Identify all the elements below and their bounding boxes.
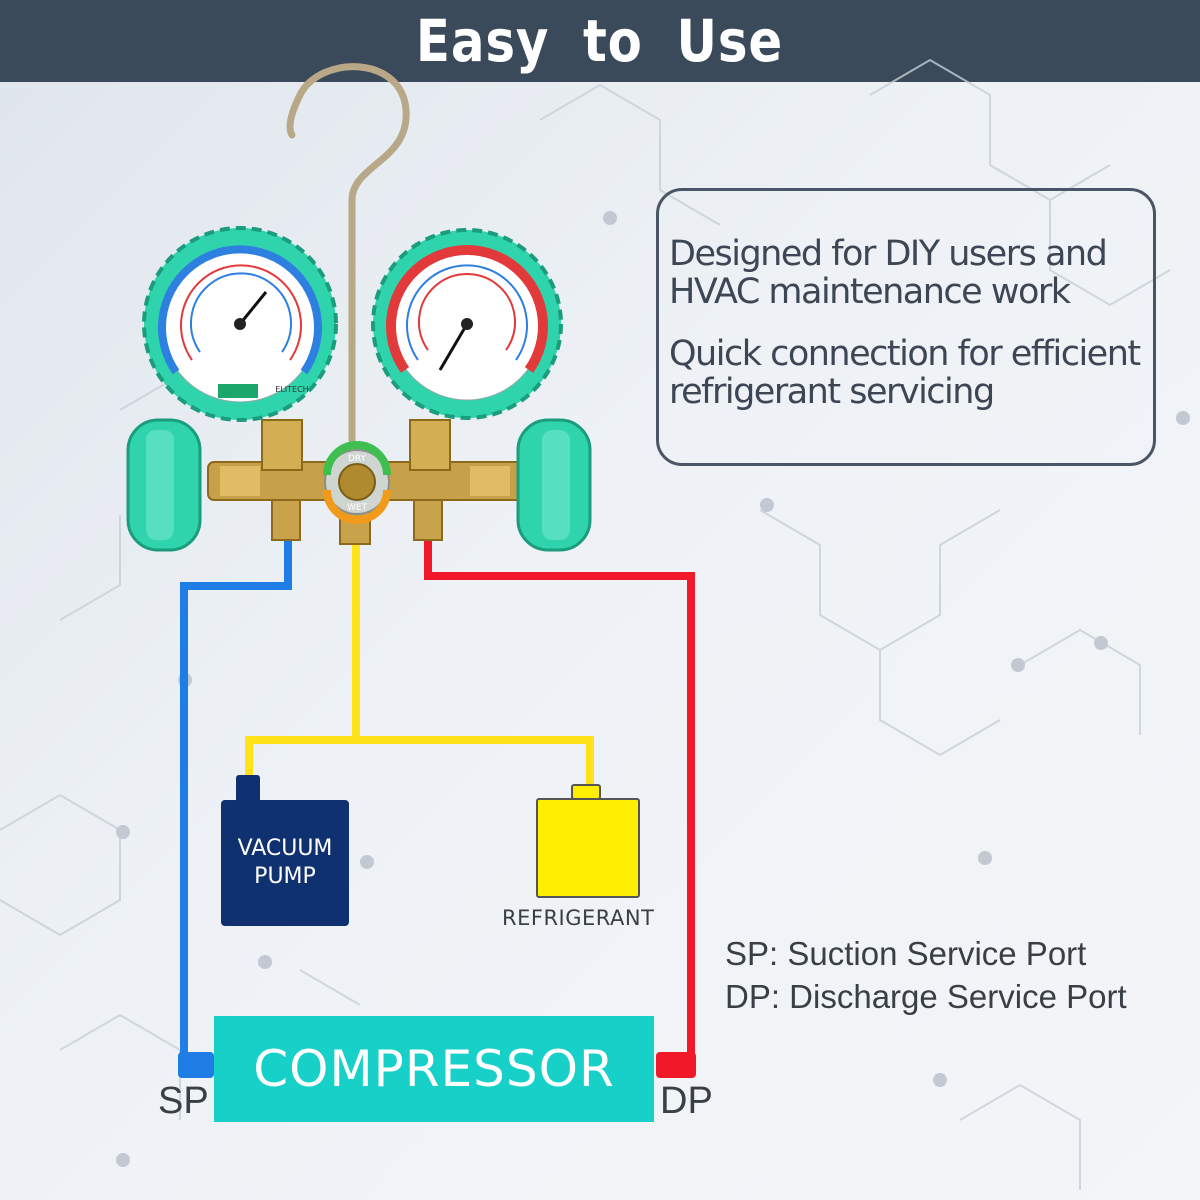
valve-dry-text: DRY (348, 454, 367, 464)
sight-glass-valve: DRY WET (323, 441, 391, 524)
valve-wet-text: WET (347, 503, 368, 513)
compressor: COMPRESSOR (214, 1016, 654, 1122)
port-legend: SP: Suction Service Port DP: Discharge S… (725, 932, 1127, 1018)
compressor-label: COMPRESSOR (253, 1040, 615, 1098)
refrigerant-label: REFRIGERANT (502, 906, 655, 930)
high-pressure-gauge (371, 228, 563, 420)
discharge-hose-line (424, 535, 695, 1058)
sp-port-label: SP (158, 1080, 209, 1122)
suction-hose-line (180, 535, 292, 1058)
banner: Easy to Use (0, 0, 1200, 82)
low-gauge-brand-text: ELITECH (275, 385, 308, 394)
sp-port-marker (178, 1052, 214, 1078)
vacuum-pump-label: VACUUM PUMP (237, 836, 333, 889)
dp-port-marker (656, 1052, 696, 1078)
info-paragraph-1: Designed for DIY users and HVAC maintena… (669, 234, 1108, 312)
info-paragraph-2: Quick connection for efficient refrigera… (669, 334, 1141, 412)
high-side-knob (516, 418, 592, 552)
dp-port-label: DP (660, 1080, 713, 1122)
legend-sp: SP: Suction Service Port (725, 935, 1087, 972)
hanging-hook (286, 63, 410, 444)
refrigerant-tank (536, 798, 640, 898)
charging-hose-line (245, 540, 360, 780)
info-box: Designed for DIY users and HVAC maintena… (656, 188, 1156, 466)
vacuum-pump: VACUUM PUMP (221, 800, 349, 926)
low-side-knob (126, 418, 202, 552)
legend-dp: DP: Discharge Service Port (725, 978, 1127, 1015)
low-pressure-gauge: ELITECH (142, 226, 338, 422)
banner-title: Easy to Use (416, 7, 784, 75)
charging-hose-branch (356, 736, 594, 788)
hexagon-nodes (116, 211, 1190, 1167)
vacuum-pump-cap (236, 775, 260, 803)
